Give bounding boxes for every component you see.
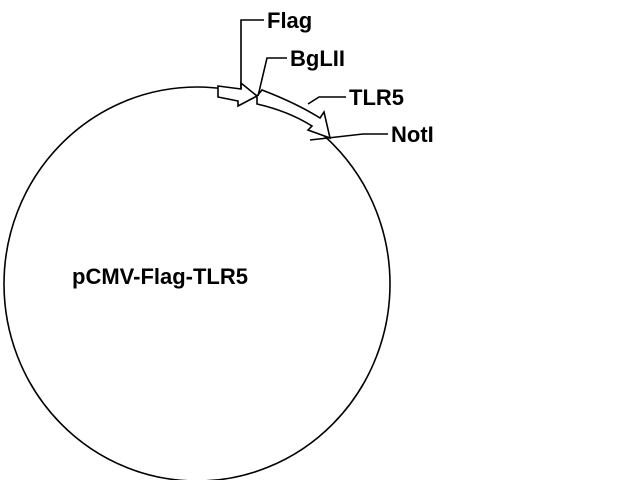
tlr5-leader-line [307, 96, 346, 105]
bglii-label: BgLII [290, 46, 345, 71]
bglii-leader-line [257, 57, 287, 97]
tlr5-feature-arrow [256, 89, 332, 140]
flag-feature-arrow [217, 81, 259, 108]
plasmid-name: pCMV-Flag-TLR5 [72, 264, 248, 289]
flag-leader-line [240, 19, 264, 89]
flag-label: Flag [267, 8, 312, 33]
tlr5-label: TLR5 [349, 85, 404, 110]
plasmid-backbone [3, 86, 391, 480]
noti-label: NotI [391, 122, 434, 147]
noti-leader-line [309, 133, 388, 141]
